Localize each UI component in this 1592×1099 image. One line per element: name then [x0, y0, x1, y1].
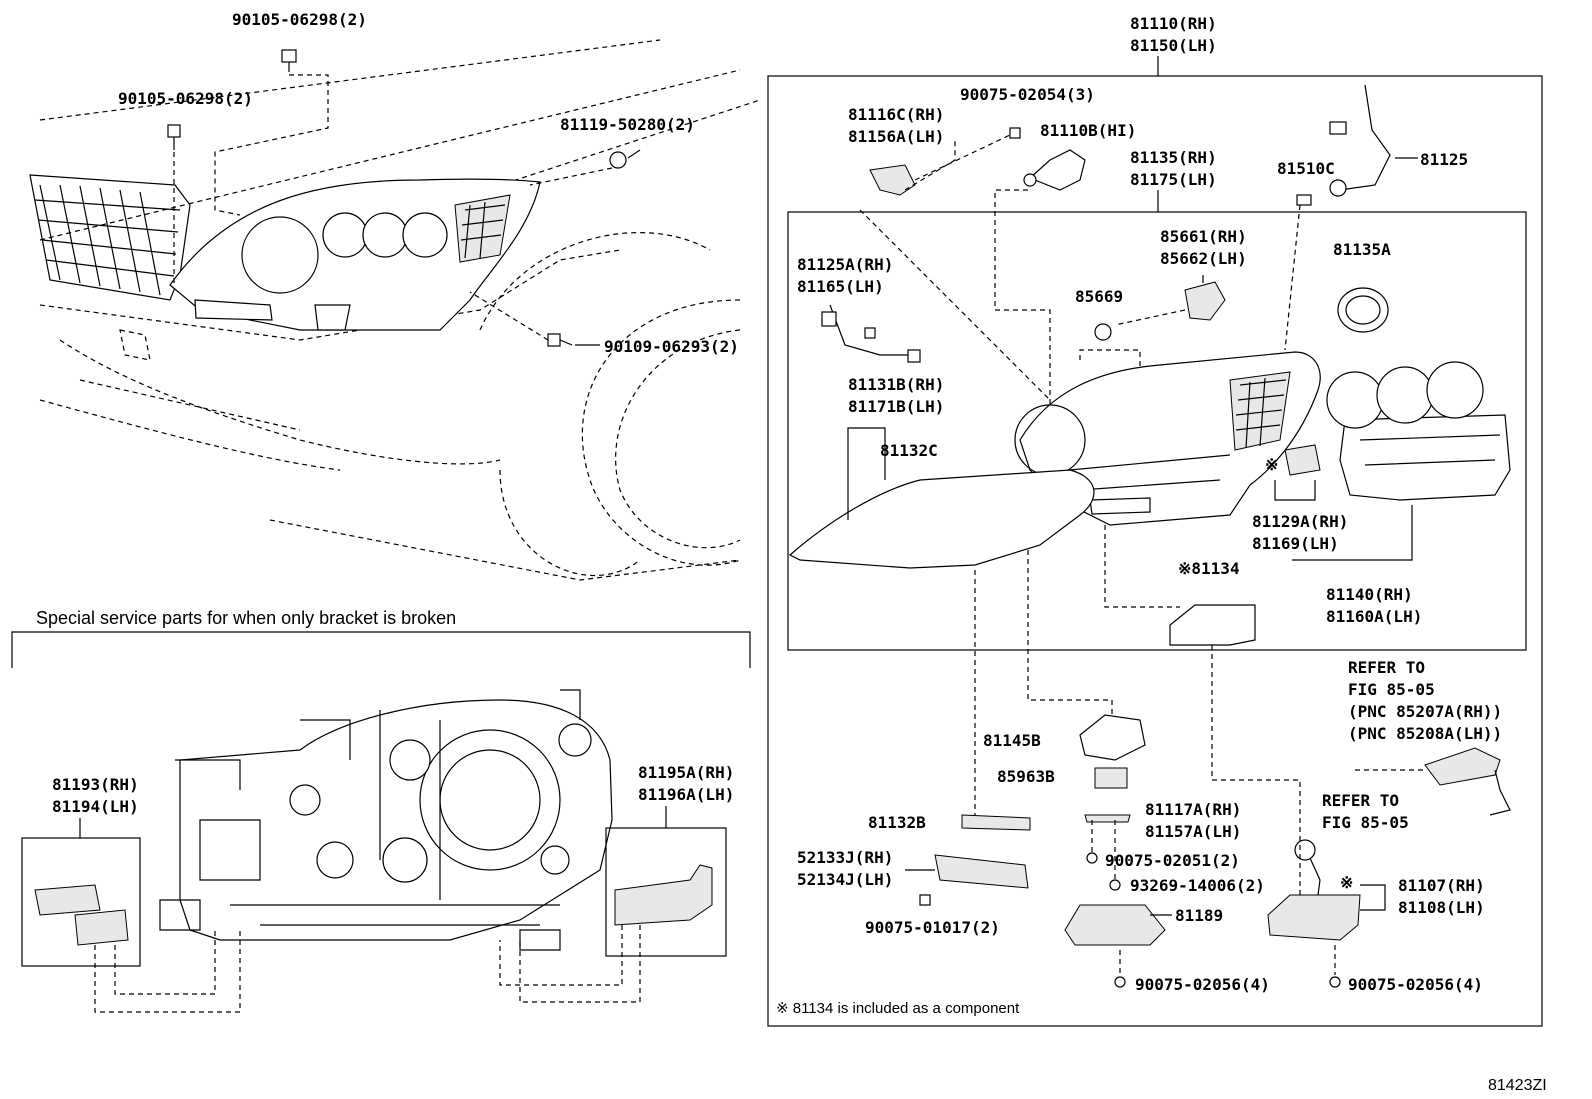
plug-85963b: [1094, 767, 1128, 789]
cover-81189: [1064, 904, 1166, 946]
label-pnc-2: (PNC 85208A(LH)): [1348, 724, 1502, 743]
gasket-81134: [1169, 604, 1256, 646]
label-pnc-1: (PNC 85207A(RH)): [1348, 702, 1502, 721]
label-81117a: 81117A(RH): [1145, 800, 1241, 819]
gasket-81145b: [1079, 714, 1146, 761]
label-81125: 81125: [1420, 150, 1468, 169]
bracket-81116c: [869, 164, 916, 196]
clip-81132b: [961, 814, 1031, 831]
harness-81125: [1329, 84, 1391, 197]
label-81169: 81169(LH): [1252, 534, 1339, 553]
socket-81129a: [1284, 444, 1321, 476]
label-81116c: 81116C(RH): [848, 105, 944, 124]
label-90075-02056-a: 90075-02056(4): [1135, 975, 1270, 994]
bulb-81510c: [1296, 194, 1312, 206]
label-85669: 85669: [1075, 287, 1123, 306]
mark-81107: ※: [1340, 873, 1353, 892]
bracket-part-left: [34, 884, 129, 946]
vehicle-front-illustration: [29, 39, 761, 581]
label-52133j: 52133J(RH): [797, 848, 893, 867]
label-81140: 81140(RH): [1326, 585, 1413, 604]
label-85661: 85661(RH): [1160, 227, 1247, 246]
lens-81131b: [788, 469, 1095, 569]
hid-module-ref: [1424, 747, 1511, 816]
label-90109-06293: 90109-06293(2): [604, 337, 739, 356]
label-81107: 81107(RH): [1398, 876, 1485, 895]
label-81171b: 81171B(LH): [848, 397, 944, 416]
label-81132c: 81132C: [880, 441, 938, 460]
label-refer-2: REFER TO: [1322, 791, 1399, 810]
actuator-85661: [1184, 281, 1226, 321]
label-81131b: 81131B(RH): [848, 375, 944, 394]
label-fig-1: FIG 85-05: [1348, 680, 1435, 699]
label-81132b: 81132B: [868, 813, 926, 832]
label-81194: 81194(LH): [52, 797, 139, 816]
label-81108: 81108(LH): [1398, 898, 1485, 917]
label-81165: 81165(LH): [797, 277, 884, 296]
label-90075-02051: 90075-02051(2): [1105, 851, 1240, 870]
label-81119-50280: 81119-50280(2): [560, 115, 695, 134]
label-81150: 81150(LH): [1130, 36, 1217, 55]
bracket-part-right: [614, 864, 713, 926]
label-81135a: 81135A: [1333, 240, 1391, 259]
label-81129a: 81129A(RH): [1252, 512, 1348, 531]
cap-81135a: [1337, 287, 1389, 333]
section-note: Special service parts for when only brac…: [36, 608, 456, 628]
label-52134j: 52134J(LH): [797, 870, 893, 889]
label-81175: 81175(LH): [1130, 170, 1217, 189]
label-81156a: 81156A(LH): [848, 127, 944, 146]
label-81110: 81110(RH): [1130, 14, 1217, 33]
label-90105-06298-left: 90105-06298(2): [118, 89, 253, 108]
label-90075-02056-b: 90075-02056(4): [1348, 975, 1483, 994]
oring-85669: [1094, 323, 1112, 341]
label-81196a: 81196A(LH): [638, 785, 734, 804]
mark-81129: ※: [1265, 455, 1278, 474]
harness-81125a: [821, 304, 921, 363]
label-81110b: 81110B(HI): [1040, 121, 1136, 140]
exploded-view-frame: [767, 75, 1543, 1027]
clip-icon: [609, 151, 627, 169]
headlamp-rear-view: [159, 689, 613, 951]
bolt-icon: [547, 333, 573, 347]
label-90075-01017: 90075-01017(2): [865, 918, 1000, 937]
bracket-52133j: [934, 854, 1029, 889]
bolt-icon: [281, 49, 297, 72]
label-90105-06298-top: 90105-06298(2): [232, 10, 367, 29]
label-81145b: 81145B: [983, 731, 1041, 750]
screw-icon: [1009, 127, 1021, 139]
label-81189: 81189: [1175, 906, 1223, 925]
label-fig-2: FIG 85-05: [1322, 813, 1409, 832]
label-81160a: 81160A(LH): [1326, 607, 1422, 626]
label-85662: 85662(LH): [1160, 249, 1247, 268]
label-81135: 81135(RH): [1130, 148, 1217, 167]
label-90075-02054: 90075-02054(3): [960, 85, 1095, 104]
headlamp-housing: [1014, 351, 1321, 526]
label-refer-1: REFER TO: [1348, 658, 1425, 677]
label-85963b: 85963B: [997, 767, 1055, 786]
label-81193: 81193(RH): [52, 775, 139, 794]
screw-icon: [919, 894, 931, 906]
label-93269-14006: 93269-14006(2): [1130, 876, 1265, 895]
footnote: ※ 81134 is included as a component: [776, 1000, 1020, 1017]
assembly-subframe: [787, 211, 1527, 651]
label-81134: ※81134: [1178, 559, 1240, 578]
label-81157a: 81157A(LH): [1145, 822, 1241, 841]
bolt-icon: [167, 124, 181, 150]
bracket-81117a: [1084, 814, 1131, 823]
label-81195a: 81195A(RH): [638, 763, 734, 782]
reflector-81140: [1326, 361, 1511, 501]
label-81125a: 81125A(RH): [797, 255, 893, 274]
diagram-code: 81423ZI: [1488, 1077, 1547, 1094]
bulb-81110b: [1023, 149, 1086, 191]
label-81510c: 81510C: [1277, 159, 1335, 178]
